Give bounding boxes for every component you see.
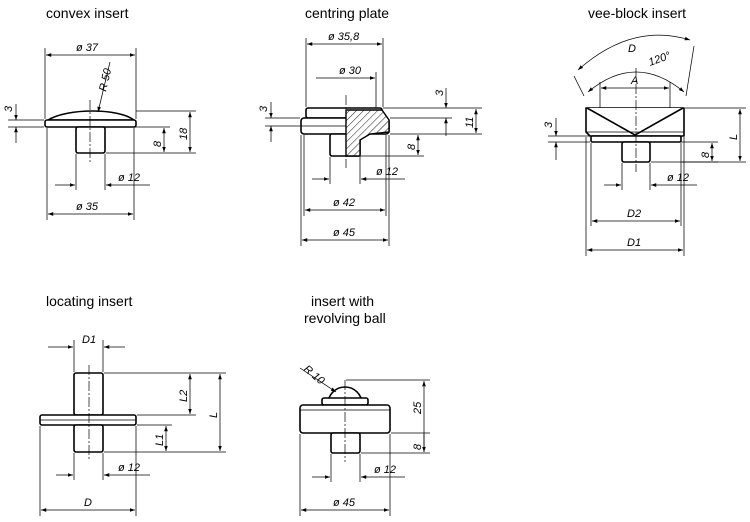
ball-insert-title-line2: revolving ball	[304, 310, 386, 326]
vee-h-small-label: 3	[543, 121, 555, 128]
ball-h-total-label: 25	[412, 401, 424, 415]
convex-radius-leader	[97, 61, 111, 113]
centring-d-base-label: ø 45	[333, 227, 356, 239]
locating-d-label: D	[84, 497, 92, 509]
centring-h-small-left-label: 3	[258, 105, 270, 112]
locating-insert-view: locating insert D1 L2 L L1 ø 12	[39, 293, 226, 516]
convex-insert-title: convex insert	[46, 5, 129, 21]
convex-radius-label: R 50	[97, 66, 114, 92]
centring-d-mid-label: ø 42	[333, 197, 355, 209]
convex-disc	[44, 119, 137, 128]
centring-plate-title: centring plate	[305, 5, 389, 21]
vee-angle-label: 120°	[647, 50, 673, 69]
ball-insert-title-line1: insert with	[311, 293, 374, 309]
locating-shank	[73, 424, 104, 453]
revolving-ball-insert-view: insert with revolving ball R 10 25 8 ø 1…	[299, 293, 430, 516]
locating-l-label: L	[208, 412, 220, 418]
centring-h-small-right-label: 3	[434, 89, 446, 96]
vee-length-label: L	[728, 134, 740, 140]
vee-d-shank-label: ø 12	[667, 172, 689, 184]
vee-a-label: A	[630, 75, 638, 87]
convex-d-top-label: ø 37	[76, 42, 99, 54]
centring-d-shank-label: ø 12	[376, 166, 398, 178]
centring-section-hatch	[345, 109, 390, 157]
vee-d2-label: D2	[627, 208, 641, 220]
locating-l1-label: L1	[154, 434, 166, 446]
vee-d1-label: D1	[627, 237, 641, 249]
centring-h-shank-label: 8	[406, 143, 418, 150]
locating-d-shank-label: ø 12	[118, 462, 140, 474]
vee-block-title: vee-block insert	[588, 5, 686, 21]
ball-h-shank-label: 8	[412, 443, 424, 450]
ball-d-base-label: ø 45	[333, 497, 356, 509]
ball-radius-leader	[299, 367, 337, 393]
locating-l2-label: L2	[178, 390, 190, 402]
locating-insert-title: locating insert	[46, 293, 132, 309]
convex-dome	[47, 110, 135, 121]
centring-d-top-label: ø 35,8	[328, 31, 360, 43]
ball-insert-shank	[330, 432, 361, 454]
convex-shank	[75, 126, 106, 154]
convex-d-shank-label: ø 12	[118, 172, 140, 184]
ball-radius-label: R 10	[301, 363, 327, 388]
convex-insert-view: convex insert ø 37 R 50 3 8 18	[3, 5, 196, 220]
vee-d-dimension	[577, 34, 691, 71]
ball-d-shank-label: ø 12	[374, 464, 396, 476]
centring-plate-view: centring plate ø 35,8 ø 30 3 3 11	[258, 5, 482, 246]
convex-h-small-label: 3	[3, 105, 15, 112]
vee-h-shank-label: 8	[700, 151, 712, 158]
vee-block-insert-view: vee-block insert D 120° A 3 L	[543, 5, 746, 256]
convex-d-base-label: ø 35	[76, 201, 99, 213]
locating-d1-label: D1	[82, 334, 96, 346]
vee-groove	[586, 107, 684, 136]
locating-pin	[73, 372, 104, 416]
vee-d-label: D	[628, 43, 636, 55]
convex-h-shank-label: 8	[152, 140, 164, 147]
convex-h-total-label: 18	[178, 127, 190, 140]
centring-d-inner-label: ø 30	[339, 65, 362, 77]
vee-angle-dimension	[587, 71, 685, 93]
centring-h-right-label: 11	[464, 117, 476, 128]
